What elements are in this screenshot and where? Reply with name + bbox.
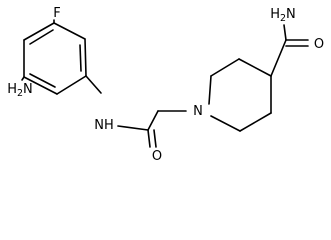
- bond: [153, 129, 157, 148]
- carboxamide-oxygen-label: O: [314, 37, 324, 52]
- bond: [23, 22, 55, 41]
- carboxamide-amine-h: H: [270, 7, 280, 22]
- bond-c-nh2: [21, 76, 25, 81]
- aniline-amine-subscript: 2: [17, 88, 23, 99]
- bond: [147, 129, 151, 148]
- amide-nh-label: NH: [94, 118, 114, 133]
- bond: [23, 76, 58, 95]
- piperidine-ring: [208, 58, 272, 132]
- bond: [147, 110, 159, 131]
- benzene-ring: [23, 22, 87, 95]
- bond: [210, 115, 241, 132]
- aniline-amine-n: N: [23, 82, 33, 97]
- bond: [84, 38, 87, 77]
- bond-c-nh: [85, 75, 102, 94]
- bond: [208, 75, 212, 105]
- aniline-amine-label: H2N: [7, 82, 33, 99]
- carboxamide-amine-n: N: [286, 7, 296, 22]
- amide-oxygen-label: O: [152, 149, 162, 164]
- carboxamide: [270, 24, 309, 77]
- bond: [53, 22, 86, 40]
- bond: [56, 75, 87, 95]
- carboxamide-amine-subscript: 2: [280, 13, 286, 24]
- bond: [79, 44, 82, 72]
- aniline-amine-h: H: [7, 82, 17, 97]
- bond: [117, 125, 149, 131]
- bond: [29, 73, 56, 88]
- bond: [238, 58, 272, 77]
- bond: [270, 39, 287, 77]
- fluorine-label: F: [53, 6, 60, 21]
- bond: [210, 58, 240, 77]
- structure-diagram: F H2N NH O N H2N O: [7, 6, 324, 164]
- piperidine-nitrogen-label: N: [193, 104, 203, 119]
- amide-linker: [117, 110, 187, 148]
- bond: [283, 24, 287, 41]
- carboxamide-amine-label: H2N: [270, 7, 296, 24]
- bond: [239, 112, 272, 132]
- bond: [29, 29, 54, 45]
